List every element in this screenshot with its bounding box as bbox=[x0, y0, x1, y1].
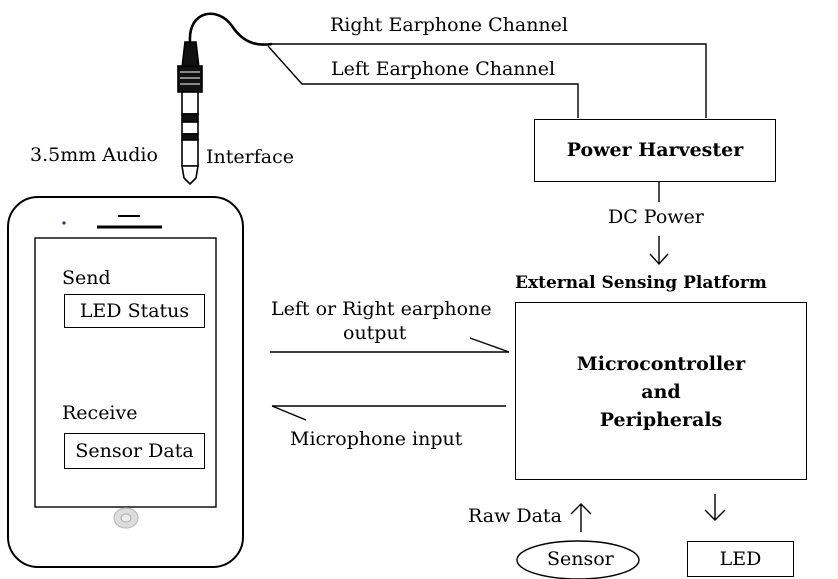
microcontroller-box: Microcontroller and Peripherals bbox=[515, 302, 807, 480]
sensor-data-label: Sensor Data bbox=[75, 440, 194, 462]
sensor-data-field: Sensor Data bbox=[64, 433, 205, 469]
right-channel-label: Right Earphone Channel bbox=[330, 14, 568, 36]
dc-power-label: DC Power bbox=[608, 206, 704, 228]
sensor-led-arrows bbox=[570, 494, 726, 532]
sensor-label: Sensor bbox=[547, 548, 614, 570]
smartphone-icon bbox=[7, 196, 244, 568]
earphone-output-label-2: output bbox=[343, 322, 407, 344]
led-label: LED bbox=[719, 548, 762, 570]
power-harvester-label: Power Harvester bbox=[566, 139, 744, 161]
front-camera bbox=[62, 221, 66, 225]
audio-jack-icon bbox=[177, 12, 273, 186]
left-channel-label: Left Earphone Channel bbox=[331, 58, 556, 80]
sensor-shape bbox=[516, 540, 640, 579]
receive-label: Receive bbox=[62, 402, 138, 424]
earphone-output-label-1: Left or Right earphone bbox=[271, 298, 492, 320]
power-harvester-box: Power Harvester bbox=[534, 119, 776, 182]
audio-label-left: 3.5mm Audio bbox=[30, 144, 158, 166]
led-status-button[interactable]: LED Status bbox=[64, 294, 205, 328]
audio-label-right: Interface bbox=[206, 146, 294, 168]
signal-arrows bbox=[270, 337, 510, 421]
left-channel-line bbox=[267, 45, 579, 118]
led-box: LED bbox=[687, 541, 794, 577]
mcu-line-2: and bbox=[641, 381, 681, 403]
raw-data-label: Raw Data bbox=[468, 505, 562, 527]
microphone-input-label: Microphone input bbox=[290, 428, 463, 450]
channel-lines bbox=[267, 43, 707, 118]
led-status-label: LED Status bbox=[79, 300, 190, 322]
send-label: Send bbox=[62, 267, 111, 289]
dc-power-line bbox=[649, 182, 669, 266]
mcu-line-1: Microcontroller bbox=[576, 353, 746, 375]
mcu-line-3: Peripherals bbox=[599, 409, 723, 431]
right-channel-line bbox=[268, 43, 707, 118]
platform-title: External Sensing Platform bbox=[515, 273, 767, 293]
